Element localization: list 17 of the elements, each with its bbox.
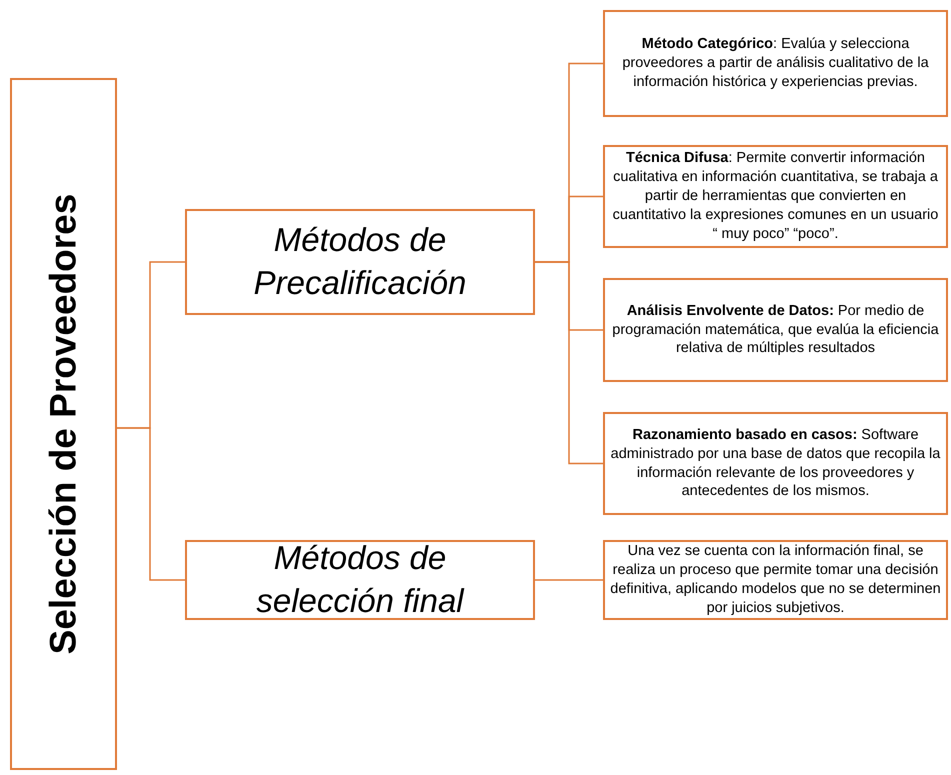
title-box [10, 78, 117, 770]
description-text: Técnica Difusa: Permite convertir información cualitativa en información cuantitativa, se trabaja a partir de herramientas que convierten en cuantitativo la expresiones comunes en un usuario “ muy poco” “poco”. [612, 149, 940, 244]
connector-line [535, 579, 603, 581]
description-text: Análisis Envolvente de Datos: Por medio de programación matemática, que evalúa la eficiencia relativa de múltiples resultados [611, 302, 940, 358]
connector-line [117, 427, 185, 581]
description-box [603, 10, 948, 117]
category-label: Métodos de selección final [255, 538, 466, 621]
description-text: Razonamiento basado en casos: Software administrado por una base de datos que recopila la información relevante de los proveedores y antecedentes de los mismos. [610, 426, 942, 502]
vertical-title: Selección de Proveedores [42, 194, 84, 654]
description-text: Método Categórico: Evalúa y selecciona proveedores a partir de análisis cualitativo de la información histórica y experiencias previas. [621, 35, 930, 92]
description-box [603, 278, 948, 382]
description-text: Una vez se cuenta con la información final, se realiza un proceso que permite tomar una decisión definitiva, aplicando modelos que no se determinen por juicios subjetivos. [609, 542, 942, 618]
category-label: Métodos de Precalificación [252, 220, 468, 303]
category-box [185, 540, 535, 620]
description-box [603, 412, 948, 515]
connector-line [535, 261, 603, 464]
category-box [185, 209, 535, 315]
